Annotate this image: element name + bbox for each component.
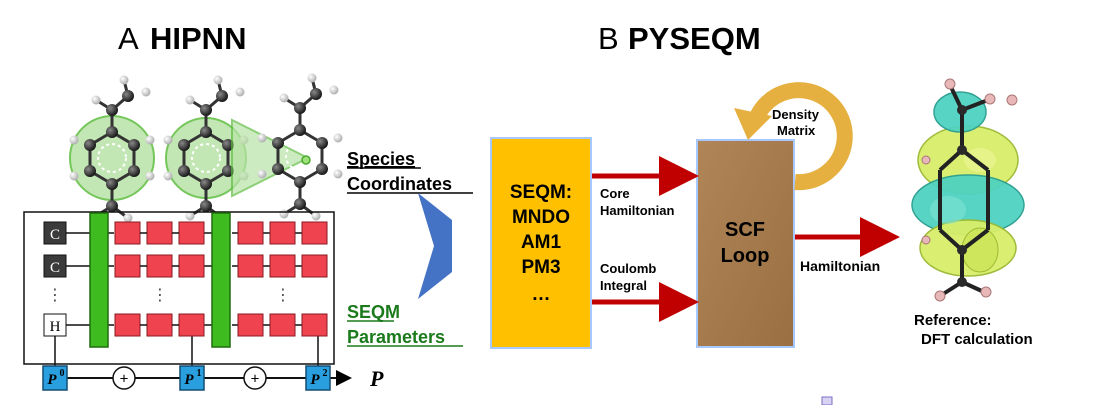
density-loop-arrowhead: [734, 108, 772, 140]
final-output-label: P: [369, 366, 384, 391]
method-am1: AM1: [521, 232, 562, 253]
panel-a-title: HIPNN: [150, 21, 246, 56]
density-loop-arc: [747, 82, 853, 191]
sum-node-2: +: [243, 366, 267, 390]
seqm-methods-box: [490, 137, 592, 349]
reference-label: Reference:: [914, 312, 992, 329]
receptive-cone: [231, 118, 311, 198]
method-mndo: MNDO: [512, 207, 570, 228]
sum-node-1: +: [112, 366, 136, 390]
parameters-label: Parameters: [347, 327, 445, 347]
scf-loop-box: [696, 139, 795, 348]
small-marker-square: [821, 396, 833, 406]
integral-label: Integral: [600, 278, 647, 293]
density-label: Density: [772, 107, 820, 122]
network-frame: [23, 211, 335, 365]
loop-label: Loop: [721, 245, 770, 267]
panel-b-letter: B: [598, 21, 619, 56]
svg-text:+: +: [120, 371, 129, 388]
svg-text:+: +: [251, 371, 260, 388]
species-label: Species: [347, 149, 415, 169]
output-p0: P 0: [42, 365, 68, 391]
coordinates-label: Coordinates: [347, 174, 452, 194]
input-column: C C ⋮ H: [43, 221, 67, 337]
dft-orbital-molecule: [911, 78, 1025, 302]
input-ellipsis: ⋮: [47, 287, 63, 304]
panel-a-letter: A: [118, 21, 139, 56]
interaction-layer-2: [211, 212, 231, 348]
svg-text:P: P: [184, 372, 194, 388]
hamiltonian-output-label: Hamiltonian: [800, 258, 880, 274]
svg-text:P: P: [310, 372, 320, 388]
output-p1: P 1: [179, 365, 205, 391]
method-pm3: PM3: [521, 257, 560, 278]
hamiltonian-label-core: Hamiltonian: [600, 203, 674, 218]
input-label-c1: C: [50, 227, 60, 243]
block-1-ellipsis: ⋮: [152, 287, 168, 304]
input-label-c2: C: [50, 260, 60, 276]
molecule-1: [69, 75, 155, 223]
atom-layers-block-1: [114, 221, 205, 337]
block-2-ellipsis: ⋮: [275, 287, 291, 304]
svg-text:2: 2: [323, 368, 328, 379]
input-label-h: H: [50, 319, 61, 335]
dft-calculation-label: DFT calculation: [921, 331, 1033, 348]
panel-b-title: PYSEQM: [628, 21, 761, 56]
atom-layers-block-2: [237, 221, 328, 337]
interaction-layer-1: [89, 212, 109, 348]
method-ellipsis: …: [532, 284, 551, 305]
seqm-title: SEQM:: [510, 182, 572, 203]
coulomb-label: Coulomb: [600, 261, 656, 276]
matrix-label: Matrix: [777, 123, 816, 138]
flow-chevron-arrow: [418, 193, 452, 299]
svg-text:P: P: [47, 372, 57, 388]
seqm-label: SEQM: [347, 302, 400, 322]
svg-text:1: 1: [197, 368, 202, 379]
svg-text:0: 0: [60, 368, 65, 379]
core-label: Core: [600, 186, 630, 201]
output-p2: P 2: [305, 365, 331, 391]
scf-label: SCF: [725, 219, 765, 241]
